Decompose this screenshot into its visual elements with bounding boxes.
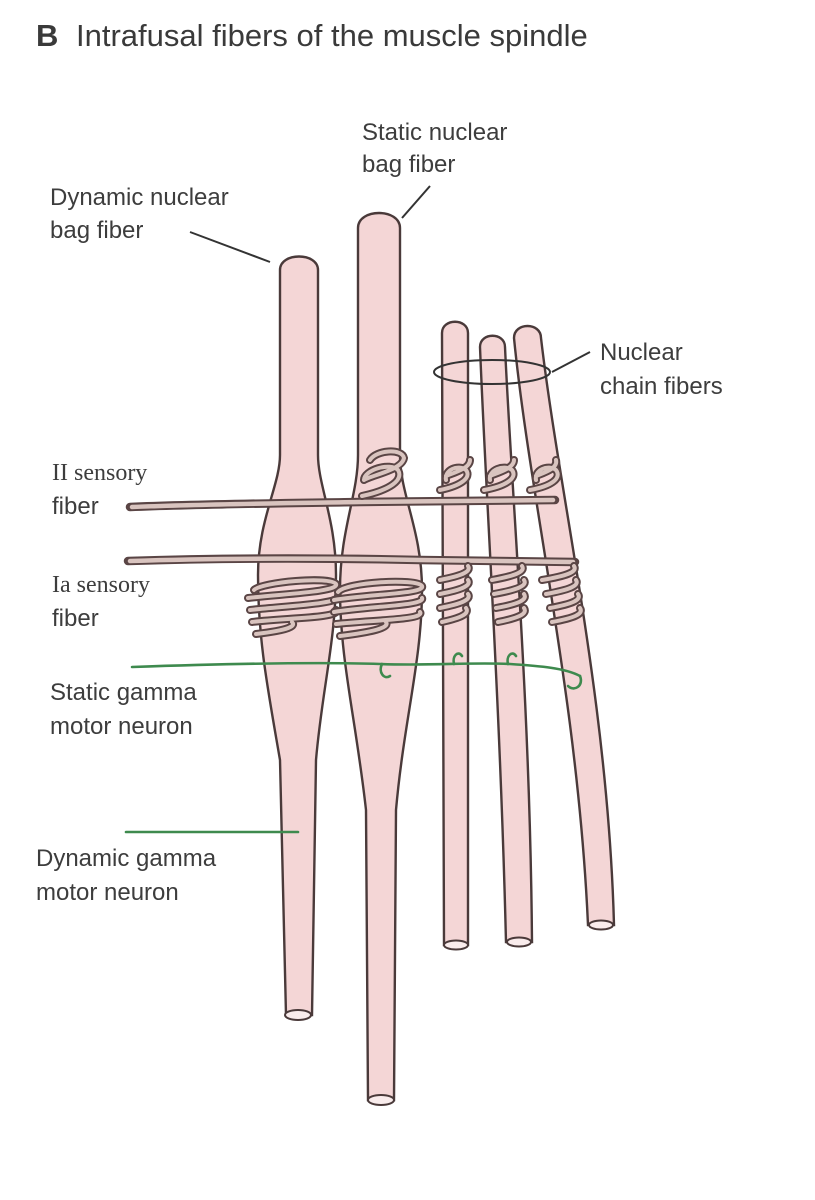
label-ii-sensory-line2: fiber [52,493,99,520]
chain-fiber-2-end [506,936,532,948]
label-static-nuclear-bag: Static nuclear bag fiber [362,119,507,178]
nuclear-chain-leader [551,351,591,373]
label-dynamic-gamma: Dynamic gamma motor neuron [36,845,217,906]
dynamic-nuclear-bag-fiber [256,255,338,1021]
dynamic-bag-leader [189,231,271,263]
static-gamma-axon [130,661,582,678]
figure-title: B Intrafusal fibers of the muscle spindl… [36,18,588,53]
label-ii-sensory-line1: II sensory [52,460,147,486]
static-bag-fiber-body [338,211,424,1102]
label-ia-sensory: Ia sensory fiber [52,572,150,632]
label-nuclear-chain-line1: Nuclear [600,339,683,366]
label-dynamic-nuclear-bag: Dynamic nuclear bag fiber [50,184,229,244]
static-nuclear-bag-fiber [338,211,424,1106]
chain-fiber-1-end [443,939,469,951]
leader-lines [189,185,591,373]
static-gamma-ending-chain-3 [566,674,583,690]
label-ii-sensory: II sensory fiber [52,460,147,520]
label-static-nuclear-bag-line2: bag fiber [362,151,455,178]
chain-fiber-3-end [588,919,614,931]
static-gamma-ending-static-bag [379,662,392,679]
label-dynamic-gamma-line1: Dynamic gamma [36,845,217,872]
static-bag-leader [401,185,431,219]
static-bag-fiber-end [367,1094,395,1106]
label-dynamic-nuclear-bag-line1: Dynamic nuclear [50,184,229,211]
ii-sensory-fiber [125,447,562,512]
label-nuclear-chain-line2: chain fibers [600,373,723,400]
static-gamma-ending-chain-2 [506,652,518,666]
panel-letter: B [36,18,58,53]
static-gamma-ending-chain-1 [452,652,464,666]
label-ia-sensory-line2: fiber [52,605,99,632]
label-static-nuclear-bag-line1: Static nuclear [362,119,507,146]
dynamic-bag-fiber-end [284,1009,312,1021]
label-static-gamma-line2: motor neuron [50,713,193,740]
label-static-gamma-line1: Static gamma [50,679,197,706]
title-text: Intrafusal fibers of the muscle spindle [76,18,588,53]
nuclear-chain-fibers [440,320,616,951]
label-dynamic-gamma-line2: motor neuron [36,879,179,906]
label-ia-sensory-line1: Ia sensory [52,572,150,598]
nuclear-chain-ring [433,359,551,385]
label-static-gamma: Static gamma motor neuron [50,679,197,740]
chain-fiber-1 [440,320,470,947]
static-gamma-motor-neuron [130,652,583,690]
label-nuclear-chain: Nuclear chain fibers [600,339,723,400]
label-dynamic-nuclear-bag-line2: bag fiber [50,217,143,244]
ia-sensory-fiber [123,554,585,640]
